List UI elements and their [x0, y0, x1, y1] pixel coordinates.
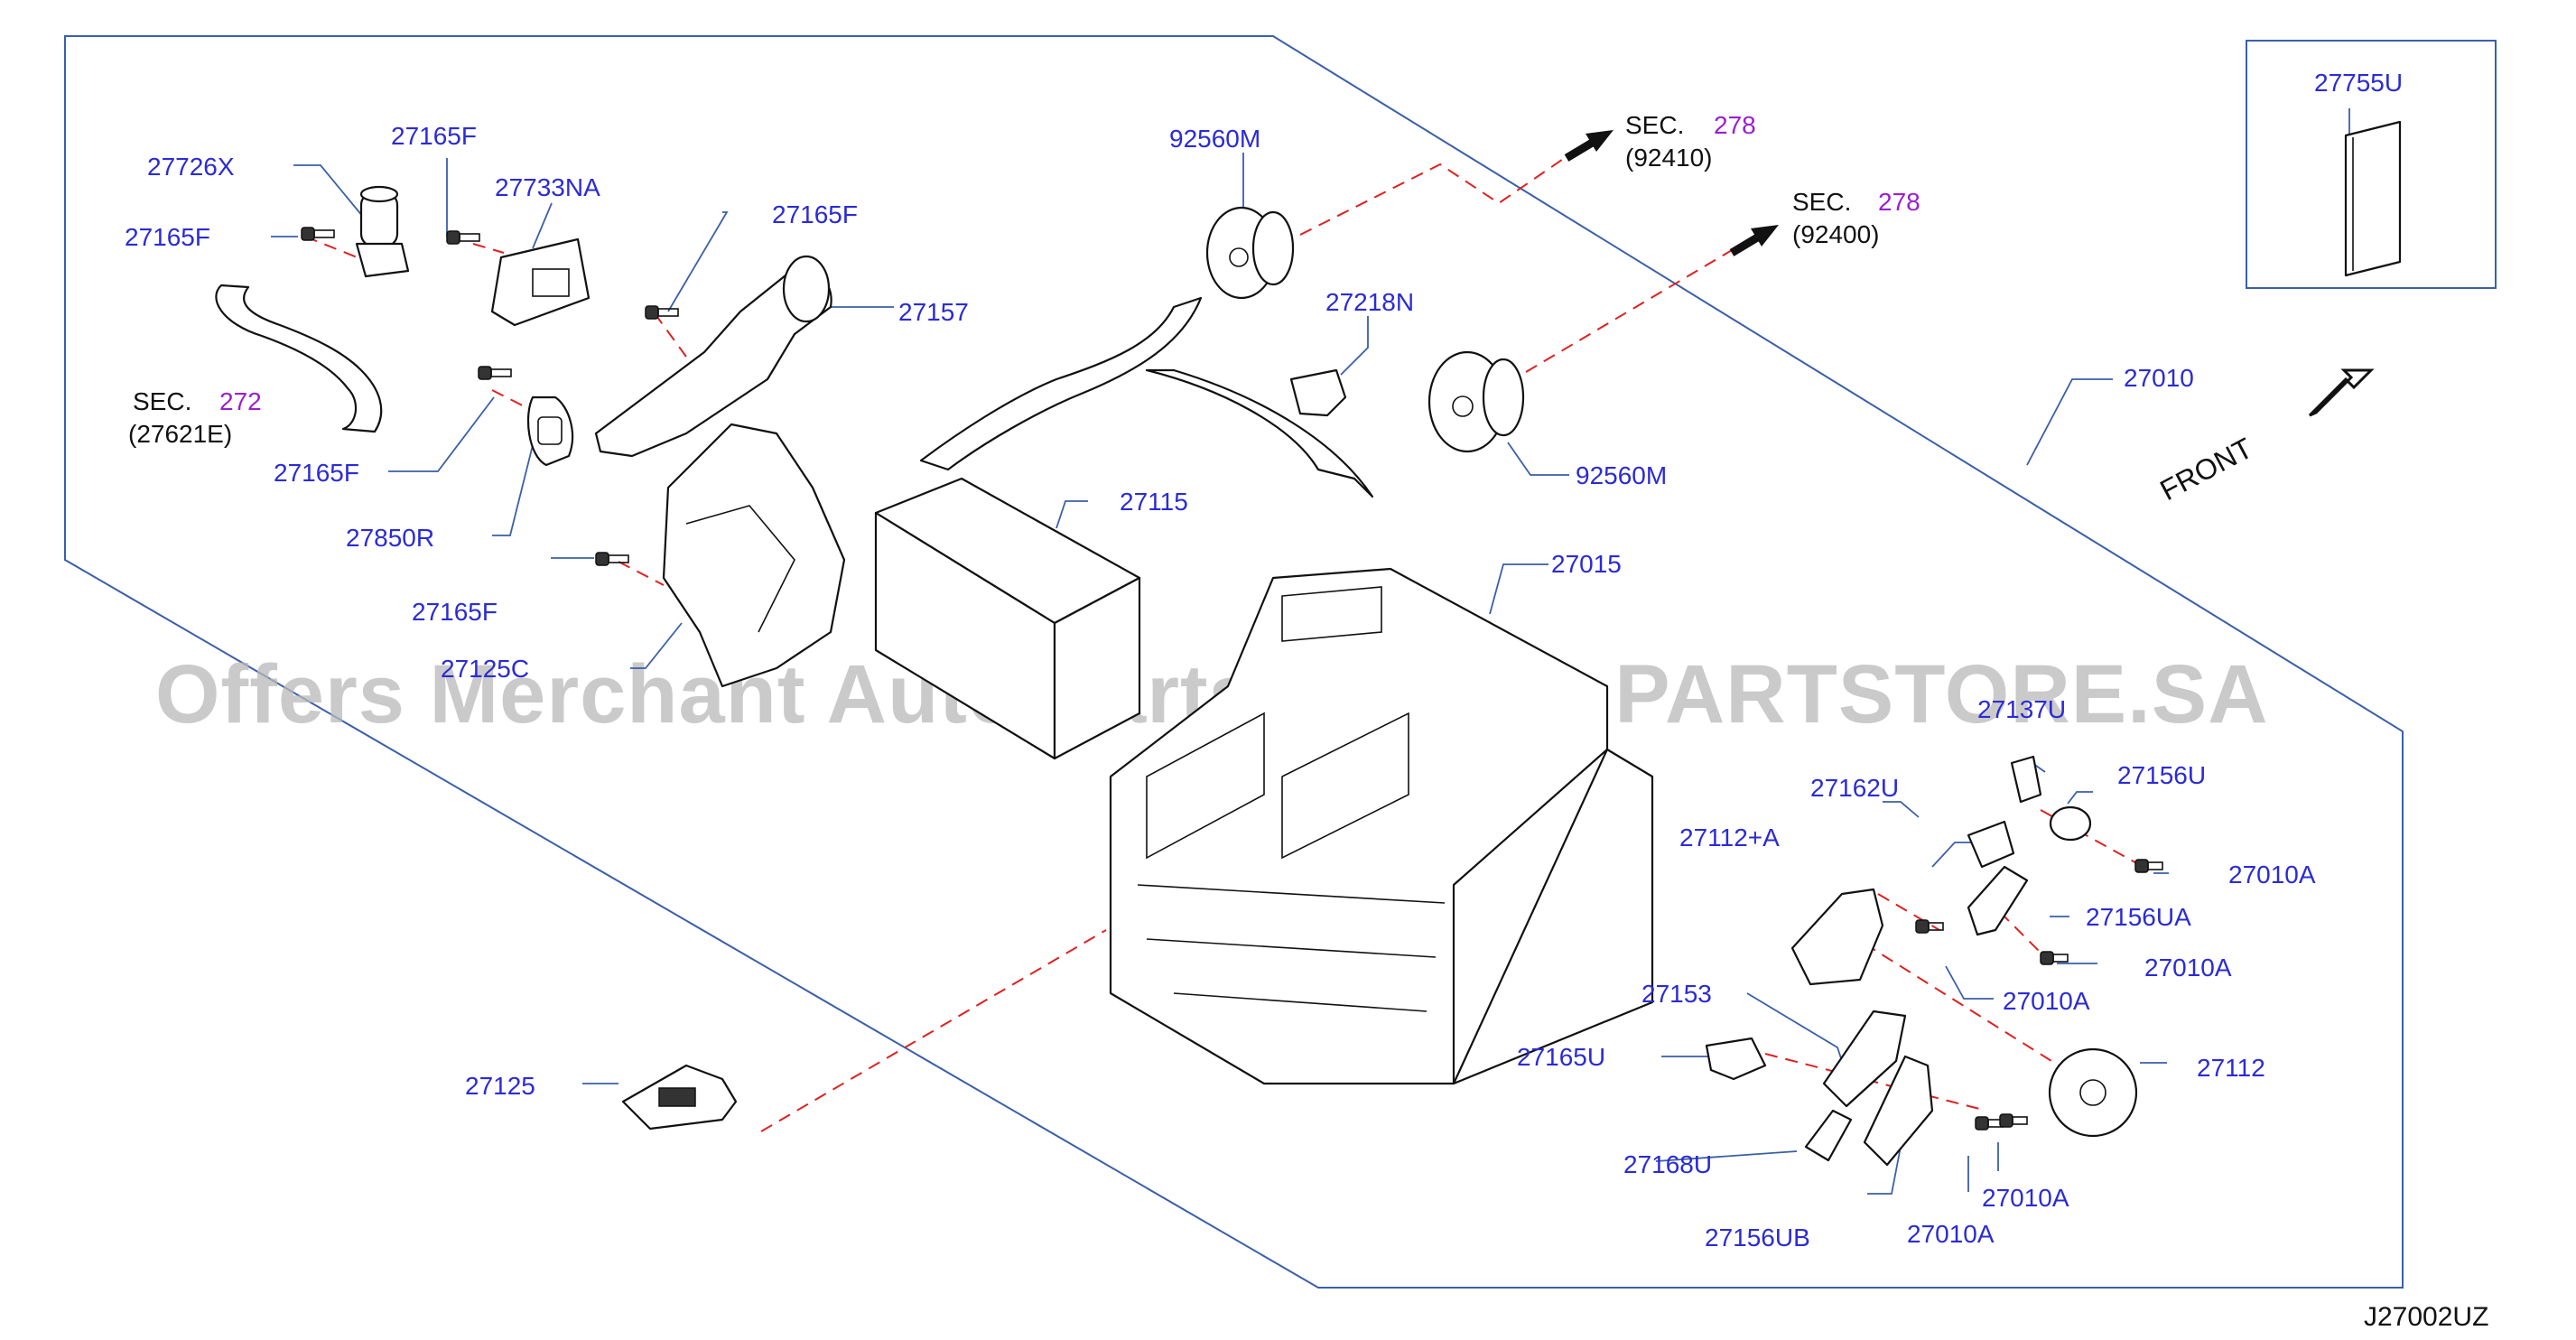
part-label-27165U[interactable]: 27165U: [1517, 1043, 1605, 1071]
part-label-27156UA[interactable]: 27156UA: [2086, 903, 2191, 931]
duct-part[interactable]: [594, 255, 832, 458]
grommet-upper-part[interactable]: [1205, 206, 1295, 300]
main-assembly-frame: [64, 35, 2404, 1289]
section-number-link[interactable]: 278: [1878, 188, 1920, 216]
part-label-27125C[interactable]: 27125C: [441, 655, 529, 683]
part-label-27165F[interactable]: 27165F: [772, 200, 858, 228]
part-label-27755U[interactable]: 27755U: [2314, 69, 2403, 97]
part-label-27115[interactable]: 27115: [1120, 488, 1188, 516]
part-label-27850R[interactable]: 27850R: [346, 524, 434, 552]
sensor-part[interactable]: [526, 395, 573, 467]
part-label-27165F[interactable]: 27165F: [391, 122, 477, 150]
part-label-27015[interactable]: 27015: [1551, 550, 1622, 578]
part-label-27153[interactable]: 27153: [1641, 980, 1712, 1008]
part-label-27165F[interactable]: 27165F: [274, 459, 359, 487]
part-label-27112A[interactable]: 27112+A: [1679, 824, 1780, 851]
air-filter-part[interactable]: [2344, 120, 2402, 277]
part-label-27010[interactable]: 27010: [2124, 364, 2194, 392]
cover-27125-part[interactable]: [621, 1064, 738, 1131]
part-label-27156U[interactable]: 27156U: [2117, 761, 2206, 789]
link-27168U-part[interactable]: [1804, 1109, 1853, 1162]
section-code: (27621E): [128, 420, 232, 448]
gear-27112-part[interactable]: [2048, 1047, 2138, 1138]
heater-unit-part[interactable]: [1109, 567, 1654, 1085]
heater-core-pipes-part[interactable]: [919, 296, 1374, 498]
part-label-27157[interactable]: 27157: [898, 298, 969, 326]
part-label-27125[interactable]: 27125: [465, 1072, 535, 1100]
part-label-27168U[interactable]: 27168U: [1623, 1150, 1712, 1178]
part-label-27726X[interactable]: 27726X: [147, 153, 235, 181]
grommet-lower-part[interactable]: [1427, 350, 1525, 453]
part-labels: 27726X 27165F 27165F 27733NA 27165F 2715…: [125, 69, 2403, 1252]
section-code: (92400): [1792, 220, 1880, 248]
part-label-27112[interactable]: 27112: [2197, 1054, 2265, 1082]
section-prefix: SEC.: [1625, 111, 1684, 139]
water-hose-part[interactable]: [215, 284, 383, 433]
part-label-27162U[interactable]: 27162U: [1810, 774, 1899, 802]
heater-core-part[interactable]: [874, 477, 1141, 760]
connection-dashes: [304, 153, 2141, 1132]
part-label-27156UB[interactable]: 27156UB: [1705, 1224, 1810, 1252]
section-number-link[interactable]: 272: [219, 387, 262, 415]
part-label-27010A[interactable]: 27010A: [2144, 954, 2232, 982]
link-27137U-part[interactable]: [2010, 755, 2042, 804]
bracket-27112A-part[interactable]: [1790, 888, 1884, 986]
part-label-27165F[interactable]: 27165F: [412, 598, 498, 626]
inset-frame: [2246, 40, 2497, 289]
section-prefix: SEC.: [1792, 188, 1851, 216]
part-label-27165F[interactable]: 27165F: [125, 223, 210, 251]
part-label-92560M[interactable]: 92560M: [1576, 461, 1667, 489]
lever-27153-part[interactable]: [1822, 1010, 1907, 1108]
section-number-link[interactable]: 278: [1714, 111, 1756, 139]
link-27162U-part[interactable]: [1967, 820, 2015, 869]
section-code: (92410): [1625, 144, 1713, 172]
front-arrow-icon: [2308, 368, 2375, 417]
part-label-27010A[interactable]: 27010A: [1907, 1220, 1995, 1248]
part-label-27137U[interactable]: 27137U: [1977, 695, 2066, 723]
water-valve-part[interactable]: [355, 185, 410, 278]
part-label-92560M[interactable]: 92560M: [1169, 125, 1260, 153]
pipe-clip-part[interactable]: [1289, 368, 1347, 417]
clip-27165U-part[interactable]: [1705, 1037, 1767, 1081]
part-label-27218N[interactable]: 27218N: [1325, 288, 1414, 316]
section-ref-92400[interactable]: SEC. 278 (92400): [1792, 188, 1920, 248]
bolt-icons: [301, 227, 2163, 1131]
section-ref-27621E[interactable]: SEC. 272 (27621E): [128, 387, 262, 448]
part-label-27733NA[interactable]: 27733NA: [495, 173, 600, 201]
front-direction-label: FRONT: [2154, 432, 2257, 507]
part-label-27010A[interactable]: 27010A: [2003, 987, 2090, 1015]
actuator-part[interactable]: [490, 237, 591, 327]
lever-27156UB-part[interactable]: [1863, 1055, 1934, 1167]
link-27156UA-part[interactable]: [1967, 865, 2029, 936]
section-prefix: SEC.: [133, 387, 191, 415]
lever-27156U-part[interactable]: [2049, 805, 2092, 842]
part-label-27010A[interactable]: 27010A: [1982, 1184, 2069, 1212]
section-ref-92410[interactable]: SEC. 278 (92410): [1625, 111, 1756, 172]
section-arrows: [1564, 130, 1779, 256]
part-label-27010A[interactable]: 27010A: [2228, 861, 2316, 889]
duct-lower-part[interactable]: [662, 423, 846, 688]
drawing-number: J27002UZ: [2364, 1302, 2488, 1332]
